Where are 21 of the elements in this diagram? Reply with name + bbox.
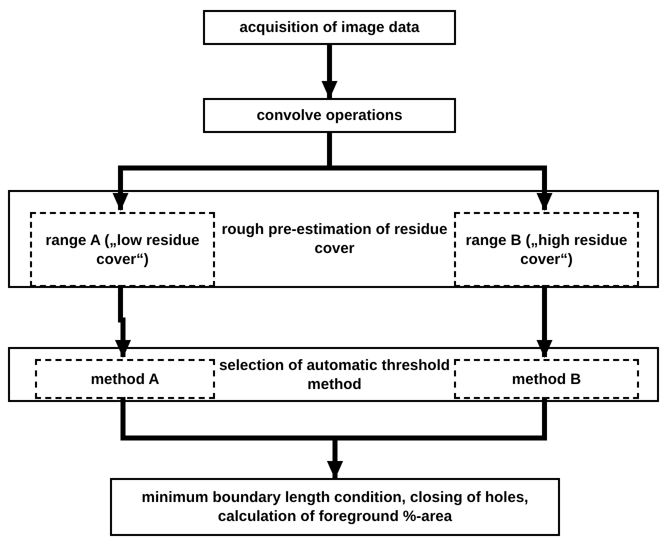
- arrow: [115, 285, 131, 358]
- step-text: range A („low residue cover“): [44, 230, 200, 268]
- step-text: acquisition of image data: [238, 18, 421, 37]
- arrow: [322, 45, 338, 99]
- process-box: [8, 347, 659, 402]
- step-text: rough pre-estimation of residue cover: [220, 220, 448, 259]
- step-text: selection of automatic threshold method: [218, 356, 451, 394]
- process-box: [8, 190, 659, 288]
- step-text: minimum boundary length condition, closing of holes, calculation of foreground %-area: [140, 488, 530, 526]
- process-box: [203, 10, 456, 45]
- dashed-box: [30, 212, 215, 287]
- step-text: method B: [510, 370, 582, 388]
- arrow: [536, 285, 552, 358]
- dashed-box: [35, 359, 215, 399]
- step-text: convolve operations: [256, 106, 404, 125]
- process-box: [203, 98, 456, 133]
- dashed-box: [454, 359, 639, 399]
- step-text: range B („high residue cover“): [464, 230, 628, 268]
- step-text: method A: [90, 370, 160, 388]
- dashed-box: [454, 212, 639, 287]
- process-box: [110, 478, 560, 536]
